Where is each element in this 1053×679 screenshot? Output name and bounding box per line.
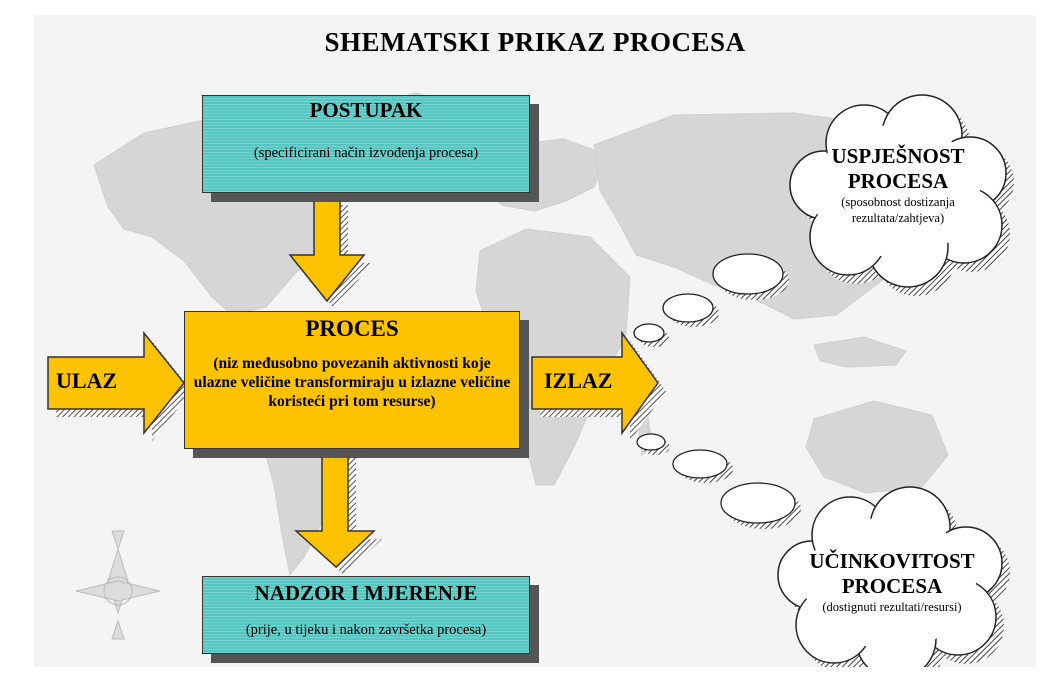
ucinkovitost-heading-1: UČINKOVITOST	[809, 549, 975, 573]
diagram-title: SHEMATSKI PRIKAZ PROCESA	[324, 27, 746, 57]
proces-heading: PROCES	[305, 316, 399, 341]
proces-box: PROCES (niz međusobno povezanih aktivnos…	[184, 311, 520, 449]
clouds-layer	[633, 94, 1014, 667]
ucinkovitost-description-1: (dostignuti rezultati/resursi)	[822, 600, 962, 614]
uspjesnost-heading-1: USPJEŠNOST	[831, 144, 965, 168]
uspjesnost-heading-2: PROCESA	[847, 169, 949, 193]
izlaz-label: IZLAZ	[544, 368, 613, 393]
arrow-ulaz	[47, 330, 185, 436]
ulaz-label: ULAZ	[56, 368, 118, 393]
cloud-uspjesnost	[789, 94, 1014, 296]
proces-description: (niz međusobno povezanih aktivnosti koje…	[193, 355, 511, 410]
upper-thought-bubbles	[633, 253, 789, 347]
postupak-description: (specificirani način izvođenja procesa)	[253, 145, 479, 161]
nadzor-heading: NADZOR I MJERENJE	[254, 581, 478, 605]
uspjesnost-text: USPJEŠNOST PROCESA (sposobnost dostizanj…	[804, 144, 992, 226]
arrow-izlaz	[531, 330, 659, 436]
arrow-proces-to-nadzor	[294, 448, 376, 569]
compass-rose-icon	[75, 530, 161, 640]
arrows-layer	[47, 196, 666, 575]
ucinkovitost-text: UČINKOVITOST PROCESA (dostignuti rezulta…	[794, 549, 990, 615]
arrow-postupak-to-proces	[288, 196, 366, 303]
lower-thought-bubbles	[636, 433, 801, 529]
postupak-heading: POSTUPAK	[309, 98, 423, 122]
map-australia	[805, 400, 949, 494]
diagram-frame: SHEMATSKI PRIKAZ PROCESA POSTUPAK (speci…	[34, 15, 1036, 667]
nadzor-box: NADZOR I MJERENJE (prije, u tijeku i nak…	[202, 576, 530, 654]
map-indonesia	[813, 336, 907, 368]
uspjesnost-description-1: (sposobnost dostizanja	[841, 195, 955, 209]
postupak-box: POSTUPAK (specificirani način izvođenja …	[202, 95, 530, 193]
cloud-ucinkovitost	[777, 486, 1010, 667]
ucinkovitost-heading-2: PROCESA	[841, 574, 943, 598]
uspjesnost-description-2: rezultata/zahtjeva)	[851, 211, 945, 225]
nadzor-description: (prije, u tijeku i nakon završetka proce…	[245, 622, 487, 638]
